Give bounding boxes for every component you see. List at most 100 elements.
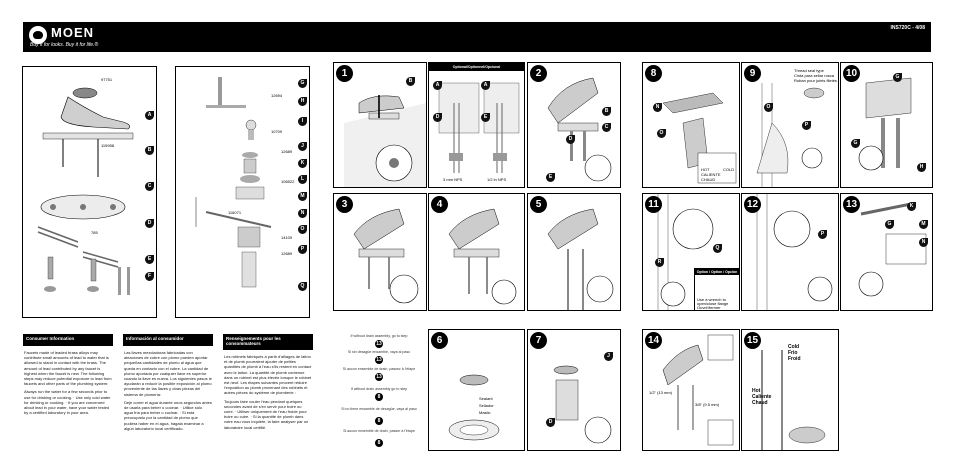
part-badge: F	[145, 272, 154, 281]
temp-text: Chaud	[752, 400, 768, 406]
skip-note: Si sin desagüe ensamble, vaya al paso	[347, 350, 411, 354]
skip-step-number: 8	[375, 439, 383, 447]
step-number: 6	[431, 332, 448, 349]
temp-text: Hot	[752, 388, 761, 394]
step-number: 15	[744, 332, 761, 349]
paragraph: Les robinets fabriqués à partir d'alliag…	[224, 354, 312, 396]
paragraph: Faucets made of leaded brass alloys may …	[24, 350, 112, 387]
part-badge: M	[919, 220, 928, 229]
hot-label: HOT	[701, 167, 710, 172]
skip-note: If without drain assembly, go to step	[350, 334, 408, 338]
thread-note: Cinta para sellar rosca	[794, 73, 835, 78]
option-note: Ouvrir/fermer	[697, 305, 721, 310]
consumer-info-title-es: Información al consumidor	[123, 334, 213, 346]
part-badge: C	[145, 182, 154, 191]
part-number-label: 785	[91, 230, 98, 235]
part-badge: B	[406, 77, 415, 86]
step-2-illustration	[547, 77, 612, 182]
step-14-illustration	[662, 334, 734, 446]
step-number: 9	[744, 65, 761, 82]
step-number: 7	[530, 332, 547, 349]
document-number: INS720C - 4/08	[890, 25, 925, 31]
step-panel-4: 4	[428, 193, 525, 311]
consumer-info-title-en: Consumer Information	[23, 334, 113, 346]
step-6-illustration	[448, 374, 500, 441]
skip-step-number: 8	[375, 417, 383, 425]
step-number: 2	[530, 65, 547, 82]
part-badge: I	[298, 117, 307, 126]
moen-logo-icon	[29, 26, 47, 44]
sealant-label: Mastic	[479, 410, 491, 415]
header-bar: MOEN Buy it for looks. Buy it for life.®…	[23, 22, 931, 52]
step-panel-optional: Optional/Optionnel/Opcional A A D E 3 mm…	[428, 62, 525, 188]
sealant-label: Sellador	[479, 403, 494, 408]
part-badge: G	[885, 220, 894, 229]
part-badge: J	[604, 352, 613, 361]
part-badge: B	[602, 107, 611, 116]
step-3-illustration	[353, 208, 419, 304]
step-10-illustration	[858, 77, 912, 171]
drain-parts-illustration	[195, 77, 272, 288]
consumer-info-body-en: Faucets made of leaded brass alloys may …	[24, 350, 112, 418]
part-badge: R	[655, 258, 664, 267]
step-panel-10: 10 G G H	[840, 62, 933, 188]
part-badge: Q	[298, 282, 307, 291]
step-1-illustration	[344, 95, 426, 187]
part-number-label: 12689	[281, 251, 293, 256]
consumer-info-body-es: Las llaves mezcladoras fabricadas con al…	[124, 350, 212, 434]
hot-label-es: CALIENTE	[701, 172, 721, 177]
step-number: 1	[336, 65, 353, 82]
paragraph: Always run the water for a few seconds p…	[24, 389, 111, 416]
step-panel-12: 12 P	[741, 193, 839, 311]
sealant-label: Sealant	[479, 396, 493, 401]
step-number: 11	[645, 196, 662, 213]
skip-note: If without drain assembly go to step	[350, 387, 408, 391]
consumer-info-body-fr: Les robinets fabriqués à partir d'alliag…	[224, 354, 312, 433]
option-header: Option / Option / Opción	[695, 269, 739, 275]
step-8-illustration	[662, 92, 737, 184]
part-badge: O	[764, 103, 773, 112]
step-number: 5	[530, 196, 547, 213]
skip-note: Si aucun ensemble de drain, passer à l'é…	[343, 429, 415, 433]
part-badge: A	[481, 81, 490, 90]
size-label: 3/8" (9.5 mm)	[695, 402, 720, 407]
temp-text: Frio	[788, 350, 798, 356]
optional-illustration	[438, 82, 520, 173]
part-badge: P	[298, 245, 307, 254]
hot-label: Hot Caliente Chaud	[752, 388, 771, 406]
step-number: 10	[843, 65, 860, 82]
part-badge: O	[298, 225, 307, 234]
step-panel-1: 1 B	[333, 62, 427, 188]
step-panel-15: 15 Cold Frio Froid Hot Caliente Chaud	[741, 329, 839, 451]
option-box: Option / Option / Opción Use a wrench to…	[694, 268, 740, 311]
temp-text: Caliente	[752, 394, 772, 400]
step-number: 8	[645, 65, 662, 82]
part-number-label: 12689	[281, 149, 293, 154]
part-badge: K	[907, 202, 916, 211]
part-badge: N	[298, 209, 307, 218]
part-number-label: 116071	[228, 210, 242, 215]
optional-header: Optional/Optionnel/Opcional	[429, 63, 524, 71]
step-number: 14	[645, 332, 662, 349]
temp-text: Cold	[788, 344, 800, 350]
part-badge: P	[802, 121, 811, 130]
part-badge: D	[546, 418, 555, 427]
skip-step-number: 13	[375, 340, 383, 348]
part-number-label: 14109	[281, 235, 293, 240]
step-panel-9: 9 Thread seal type Cinta para sellar ros…	[741, 62, 839, 188]
cold-label: Cold Frio Froid	[788, 344, 801, 362]
step-12-illustration	[756, 194, 833, 310]
paragraph: Toujours faire couler l'eau pendant quel…	[224, 398, 309, 430]
thread-note: Thread seal type	[794, 68, 824, 73]
step-panel-5: 5	[527, 193, 621, 311]
step-panel-11: 11 Q R	[642, 193, 740, 311]
step-number: 3	[336, 196, 353, 213]
step-11-illustration	[657, 194, 714, 310]
step-number: 4	[431, 196, 448, 213]
part-badge: C	[602, 123, 611, 132]
thread-note: Ruban pour joints filetés	[794, 78, 837, 83]
tagline: Buy it for looks. Buy it for life.®	[30, 42, 99, 48]
step-15-illustration	[761, 350, 826, 450]
part-badge: D	[145, 219, 154, 228]
part-number-label: 12694	[271, 93, 283, 98]
